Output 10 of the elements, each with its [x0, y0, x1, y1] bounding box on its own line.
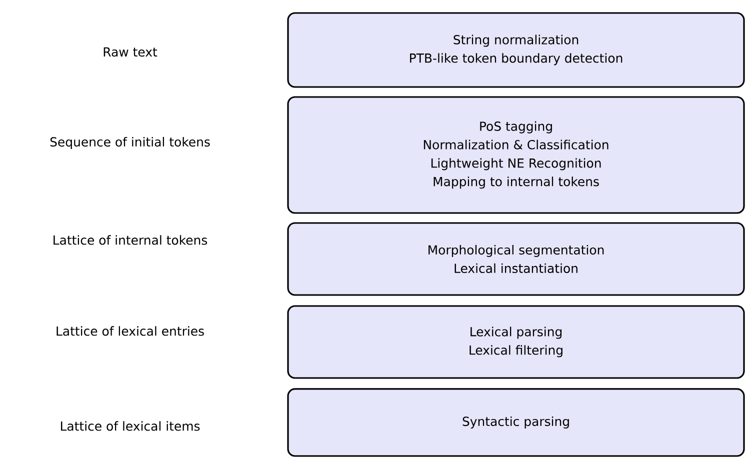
stage-label: Sequence of initial tokens [50, 136, 210, 150]
process-box: Syntactic parsing [287, 388, 745, 457]
process-box: PoS tagging Normalization & Classification Lightweight NE Recognition Mapping to internal tokens [287, 96, 745, 214]
process-box: String normalization PTB-like token boundary detection [287, 12, 745, 88]
stage-label: Lattice of internal tokens [54, 235, 208, 245]
stage-label: Raw text [104, 47, 158, 57]
stage-label: Lattice of lexical entries [56, 326, 204, 336]
process-box: Morphological segmentation Lexical instantiation [287, 222, 745, 296]
stage-label: Lattice of lexical items [61, 421, 200, 431]
process-box: Lexical parsing Lexical filtering [287, 305, 745, 379]
